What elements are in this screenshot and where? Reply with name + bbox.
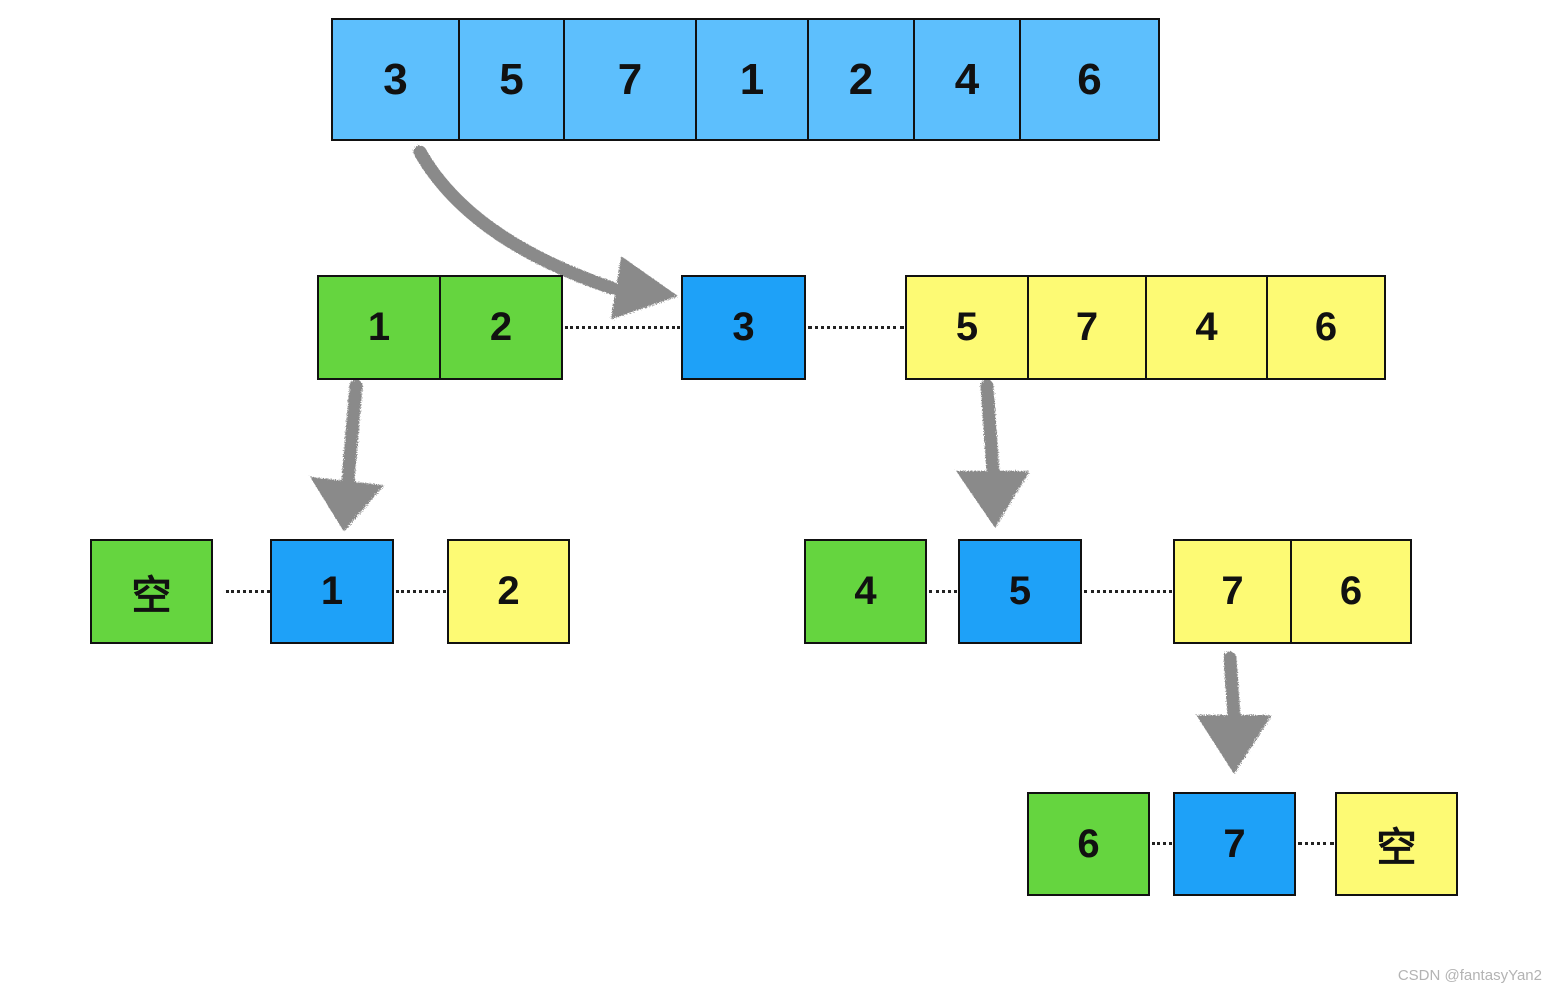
left-partition-cell: 空: [90, 539, 213, 644]
right-partition-cell: 4: [1145, 275, 1268, 380]
left-partition-cell: 6: [1027, 792, 1150, 896]
pivot-cell: 3: [681, 275, 806, 380]
array-cell: 7: [563, 18, 697, 141]
left-partition-cell: 1: [317, 275, 441, 380]
right-partition-cell: 2: [447, 539, 570, 644]
curved-arrow-icon: [413, 145, 679, 320]
down-arrow-icon: [956, 379, 1030, 528]
array-cell: 5: [458, 18, 565, 141]
dotted-connector: [808, 326, 904, 329]
dotted-connector: [226, 590, 270, 593]
dotted-connector: [396, 590, 446, 593]
array-cell: 3: [331, 18, 460, 141]
dotted-connector: [1152, 842, 1172, 845]
array-cell: 4: [913, 18, 1021, 141]
dotted-connector: [565, 326, 680, 329]
array-cell: 1: [695, 18, 809, 141]
right-partition-cell: 7: [1027, 275, 1147, 380]
down-arrow-icon: [1196, 651, 1272, 774]
pivot-cell: 5: [958, 539, 1082, 644]
array-cell: 2: [807, 18, 915, 141]
dotted-connector: [1298, 842, 1334, 845]
watermark: CSDN @fantasyYan2: [1397, 967, 1542, 984]
right-partition-cell: 5: [905, 275, 1029, 380]
pivot-cell: 7: [1173, 792, 1296, 896]
down-arrow-icon: [310, 379, 384, 532]
dotted-connector: [1084, 590, 1172, 593]
left-partition-cell: 2: [439, 275, 563, 380]
pivot-cell: 1: [270, 539, 394, 644]
right-partition-cell: 6: [1290, 539, 1412, 644]
right-partition-cell: 6: [1266, 275, 1386, 380]
right-partition-cell: 空: [1335, 792, 1458, 896]
array-cell: 6: [1019, 18, 1160, 141]
dotted-connector: [929, 590, 957, 593]
left-partition-cell: 4: [804, 539, 927, 644]
right-partition-cell: 7: [1173, 539, 1292, 644]
